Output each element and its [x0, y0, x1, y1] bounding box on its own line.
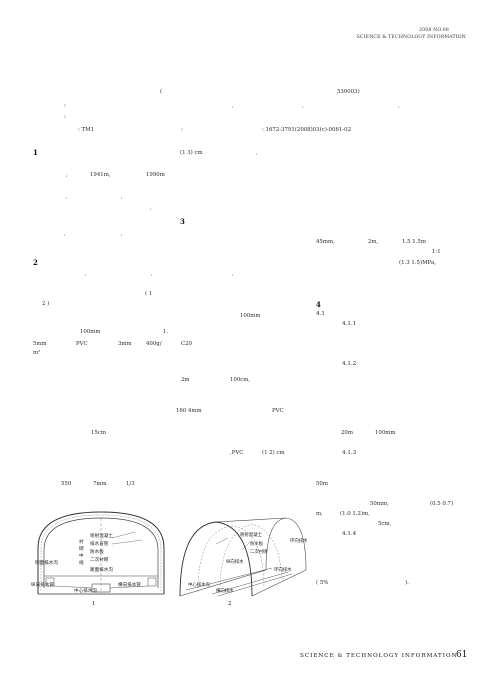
text-span: 100mm	[80, 329, 101, 335]
subsection-4-1-2: 4.1.2	[342, 361, 357, 367]
text-span: ,	[151, 271, 153, 277]
issn-article-id: : 1672-3791(2008)03(c)-0061-02	[262, 127, 352, 133]
subsection-4-1-3: 4.1.3	[342, 450, 357, 456]
text-span: 2 )	[42, 301, 50, 307]
text-span: 1941m,	[90, 172, 111, 178]
text-span: ,	[232, 271, 234, 277]
text-span: 7mm	[93, 481, 107, 487]
text-span: ).	[405, 580, 409, 586]
abstract-mark: ,	[302, 103, 304, 109]
fig2-label-h: 横向排水	[216, 589, 234, 594]
text-span: ,	[64, 231, 66, 237]
page-number: 61	[456, 650, 468, 660]
text-span: 1990m	[146, 172, 165, 178]
clc-number: : TM1	[78, 127, 95, 133]
text-span: C20	[181, 341, 192, 347]
text-span: 100mm	[375, 430, 396, 436]
text-span: (1.3 1.5)MPa,	[399, 260, 436, 266]
section-1-heading: 1	[33, 148, 38, 157]
text-span: (0.5 0.7)	[430, 501, 454, 507]
figure-2-caption: 2	[228, 601, 232, 607]
text-span: 1.5 1.5m	[402, 239, 426, 245]
fig1-vertical-1: 衬	[79, 540, 84, 545]
abstract-mark: ,	[398, 103, 400, 109]
fig2-label-c: 二次衬砌	[250, 550, 268, 555]
fig1-label-lining: 二次衬砌	[90, 558, 109, 563]
text-span: ( 5%	[316, 580, 329, 586]
text-span: ,	[121, 231, 123, 237]
text-span: (1 2) cm	[262, 450, 285, 456]
subsection-4-1-1: 4.1.1	[342, 321, 357, 327]
fig2-label-e: 纵向排水	[226, 560, 244, 565]
affiliation-postcode: 530003)	[337, 89, 360, 95]
text-span: m²	[33, 350, 41, 356]
text-span: PVC	[272, 408, 284, 414]
text-span: (1.0 1.2)m,	[340, 511, 370, 517]
figure-2-tunnel-perspective	[179, 517, 307, 597]
fig1-vertical-3: 中	[79, 554, 84, 559]
section-3-heading: 3	[180, 217, 185, 226]
text-span: 1/3	[126, 481, 135, 487]
fig2-label-a: 喷射混凝土	[240, 533, 262, 538]
text-span: 5cm,	[378, 521, 392, 527]
fig1-label-longitudinal: 纵向排水管	[31, 583, 54, 588]
text-span: 100mm	[240, 313, 261, 319]
text-span: 3mm	[118, 341, 132, 347]
text-span: ,PVC	[230, 450, 244, 456]
fig1-label-shotcrete: 喷射混凝土	[90, 534, 113, 539]
text-span: 1.	[163, 329, 169, 335]
fig1-label-drain-pipe: 排水盲管	[90, 542, 109, 547]
fig2-label-f: 中心排水沟	[188, 583, 210, 588]
text-span: ,	[66, 194, 68, 200]
text-span: 160 4mm	[176, 408, 202, 414]
abstract-mark: :	[64, 103, 66, 109]
text-span: 550	[61, 481, 72, 487]
issue-number: 2008 NO.08	[419, 28, 449, 33]
fig1-vertical-4: 线	[79, 561, 84, 566]
text-span: 45mm,	[316, 239, 335, 245]
text-span: 50mm,	[370, 501, 389, 507]
text-span: 20m	[341, 430, 353, 436]
fig1-label-center: 中心排水沟	[74, 589, 97, 594]
text-span: 2m	[181, 377, 190, 383]
abstract-mark: ,	[232, 103, 234, 109]
text-span: 2m,	[368, 239, 379, 245]
text-span: ,	[66, 172, 68, 178]
subsection-4-1-4: 4.1.4	[342, 531, 357, 537]
fig1-label-side-ditch: 侧面排水沟	[35, 561, 58, 566]
affiliation-open: (	[160, 89, 163, 95]
text-span: 1:1	[432, 249, 441, 255]
text-span: m,	[316, 511, 323, 517]
fig1-label-road: 路面排水沟	[90, 568, 113, 573]
journal-header: SCIENCE & TECHNOLOGY INFORMATION	[356, 35, 466, 40]
text-span: 400g/	[146, 341, 162, 347]
text-span: 5mm	[33, 341, 47, 347]
doc-code-label: :	[181, 127, 183, 133]
footer-journal: SCIENCE & TECHNOLOGY INFORMATION	[300, 653, 458, 659]
fig1-label-waterproof: 防水板	[90, 550, 104, 555]
figure-1-tunnel-cross-section	[37, 511, 165, 595]
figure-1-caption: 1	[92, 601, 96, 607]
text-span: ( 1	[145, 291, 153, 297]
text-span: ,	[85, 271, 87, 277]
text-span: ,	[121, 194, 123, 200]
fig1-label-transverse: 横向排水管	[118, 583, 141, 588]
subsection-4-1: 4.1	[316, 311, 325, 317]
abstract-mark: :	[64, 114, 66, 120]
text-span: 50m	[316, 481, 328, 487]
text-span: (1 3) cm	[180, 150, 203, 156]
text-span: 15cm	[91, 430, 106, 436]
text-span: ,	[150, 205, 152, 211]
text-span: 100cm,	[230, 377, 251, 383]
fig1-vertical-2: 砌	[79, 547, 84, 552]
text-span: ,	[256, 150, 258, 156]
section-4-heading: 4	[316, 300, 321, 309]
fig2-label-b: 防水板	[250, 542, 264, 547]
text-span: PVC	[76, 341, 88, 347]
fig2-label-d: 环向排水	[290, 539, 308, 544]
section-2-heading: 2	[33, 258, 38, 267]
fig2-label-g: 环向排水	[274, 568, 292, 573]
